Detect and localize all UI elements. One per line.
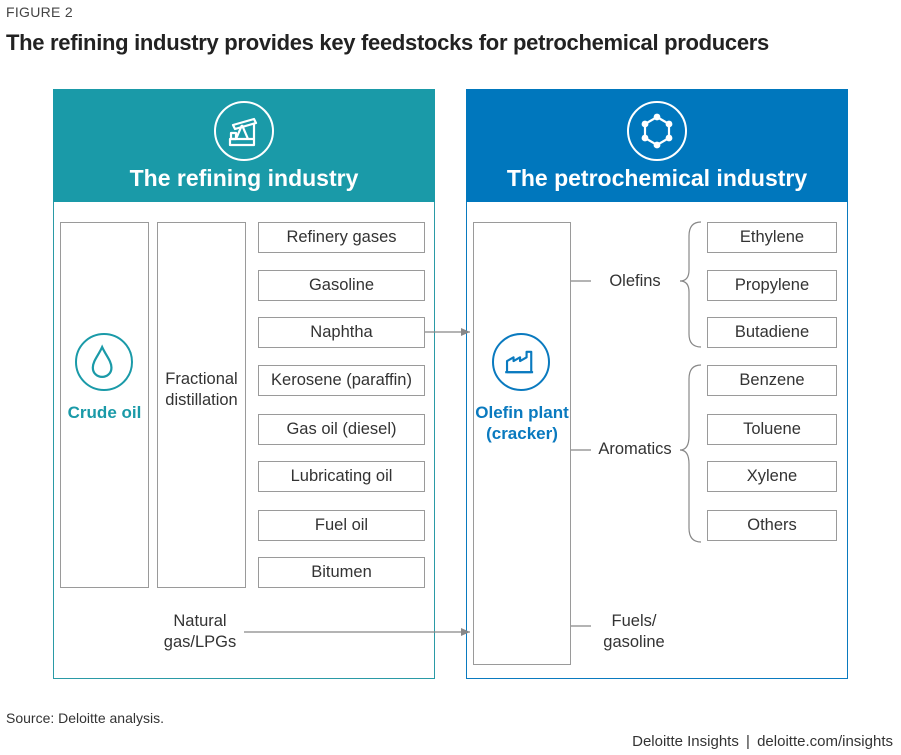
refinery-product-box: Gasoline xyxy=(258,270,425,301)
aromatic-product-box: Benzene xyxy=(707,365,837,396)
natural-gas-label-line2: gas/LPGs xyxy=(163,633,237,651)
footer-url[interactable]: deloitte.com/insights xyxy=(757,733,893,750)
brand-name: Deloitte Insights xyxy=(632,733,739,750)
olefins-brace xyxy=(679,221,702,348)
molecule-icon xyxy=(627,101,687,161)
aromatic-product-box: Toluene xyxy=(707,414,837,445)
refining-header: The refining industry xyxy=(53,89,435,202)
refinery-product-box: Lubricating oil xyxy=(258,461,425,492)
olefin-product-box: Propylene xyxy=(707,270,837,301)
fuels-group-label-line2: gasoline xyxy=(603,633,665,651)
petrochemical-header-title: The petrochemical industry xyxy=(506,165,808,191)
refining-header-title: The refining industry xyxy=(129,165,359,191)
petrochemical-header: The petrochemical industry xyxy=(466,89,848,202)
natural-gas-label-line1: Natural xyxy=(173,612,227,630)
olefin-plant-box xyxy=(473,222,571,665)
aromatics-brace xyxy=(679,364,702,543)
olefin-plant-label-line1: Olefin plant xyxy=(475,403,569,422)
oil-pump-icon xyxy=(214,101,274,161)
refinery-product-box: Bitumen xyxy=(258,557,425,588)
refinery-product-box: Gas oil (diesel) xyxy=(258,414,425,445)
factory-icon xyxy=(492,333,550,391)
source-note: Source: Deloitte analysis. xyxy=(6,710,164,726)
olefins-group-label: Olefins xyxy=(609,272,661,290)
refinery-product-box: Kerosene (paraffin) xyxy=(258,365,425,396)
footer-separator: | xyxy=(746,733,750,750)
olefin-product-box: Ethylene xyxy=(707,222,837,253)
refinery-product-box: Refinery gases xyxy=(258,222,425,253)
olefin-plant-label-line2: (cracker) xyxy=(486,424,558,443)
refinery-product-box: Fuel oil xyxy=(258,510,425,541)
oil-drop-icon xyxy=(75,333,133,391)
fuels-group-label-line1: Fuels/ xyxy=(611,612,657,630)
aromatics-group-label: Aromatics xyxy=(598,440,672,458)
figure-label: FIGURE 2 xyxy=(6,4,73,20)
olefin-product-box: Butadiene xyxy=(707,317,837,348)
aromatic-product-box: Xylene xyxy=(707,461,837,492)
crude-oil-box xyxy=(60,222,149,588)
distillation-label-line1: Fractional xyxy=(165,370,238,388)
footer-credit: Deloitte Insights | deloitte.com/insight… xyxy=(632,733,893,750)
figure-title: The refining industry provides key feeds… xyxy=(6,30,769,55)
refinery-product-box: Naphtha xyxy=(258,317,425,348)
distillation-label-line2: distillation xyxy=(165,391,238,409)
crude-oil-label: Crude oil xyxy=(67,403,142,422)
aromatic-product-box: Others xyxy=(707,510,837,541)
fractional-distillation-box xyxy=(157,222,246,588)
